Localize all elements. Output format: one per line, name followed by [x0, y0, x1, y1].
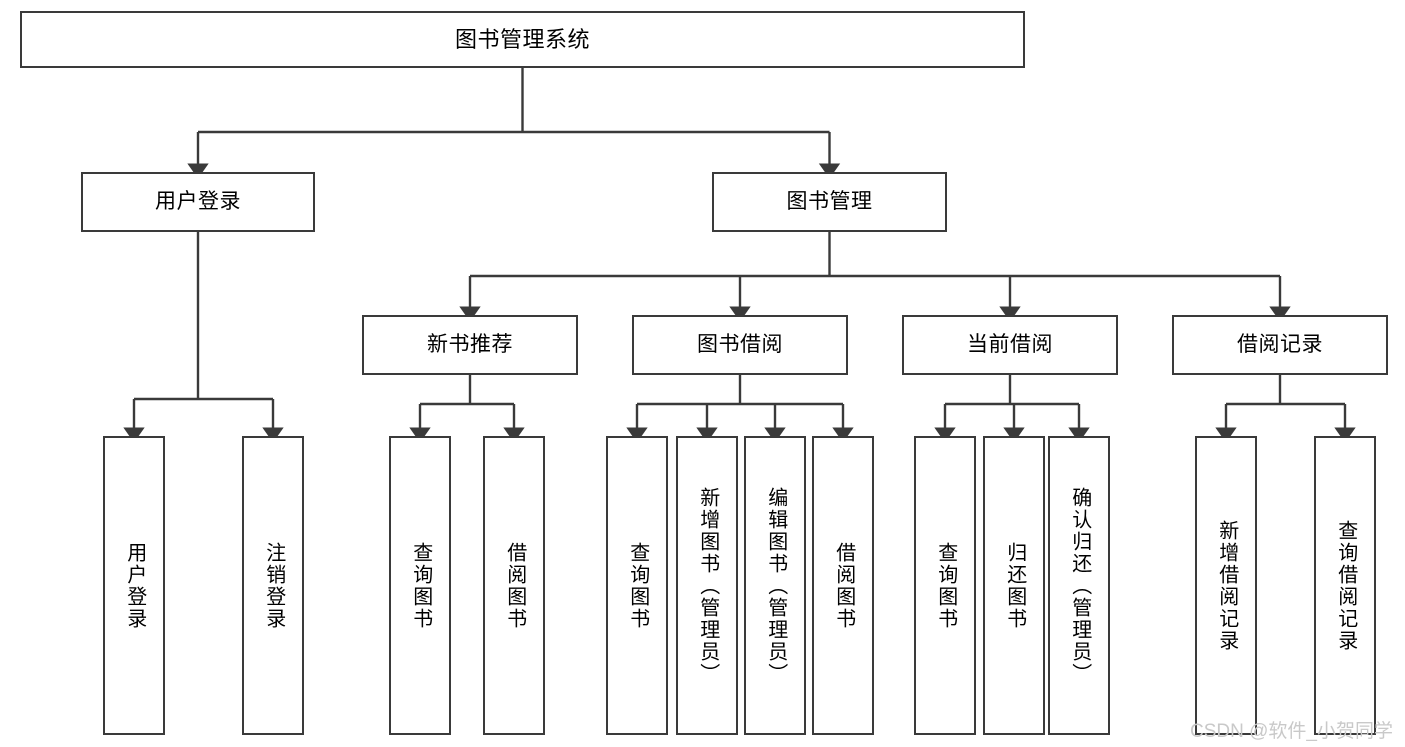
node-leaf-bb-borrow: 借阅图书	[812, 436, 874, 735]
node-label-new-book-rec: 新书推荐	[427, 332, 513, 356]
node-label-book-borrow: 图书借阅	[697, 332, 783, 356]
watermark-text: CSDN @软件_小贺同学	[1190, 721, 1393, 742]
node-leaf-rec-borrow: 借阅图书	[483, 436, 545, 735]
node-label-leaf-rec-borrow: 借阅图书	[503, 541, 526, 630]
node-label-leaf-cb-return: 归还图书	[1003, 541, 1026, 630]
node-leaf-logout: 注销登录	[242, 436, 304, 735]
node-leaf-user-login: 用户登录	[103, 436, 165, 735]
node-label-leaf-br-add: 新增借阅记录	[1215, 519, 1238, 652]
node-leaf-br-add: 新增借阅记录	[1195, 436, 1257, 735]
node-label-leaf-br-query: 查询借阅记录	[1334, 519, 1357, 652]
node-label-book-manage: 图书管理	[786, 189, 873, 213]
node-label-borrow-record: 借阅记录	[1237, 332, 1323, 356]
node-leaf-cb-confirm: 确认归还（管理员）	[1048, 436, 1110, 735]
node-leaf-br-query: 查询借阅记录	[1314, 436, 1376, 735]
node-label-leaf-user-login: 用户登录	[123, 541, 146, 630]
node-label-user-login: 用户登录	[155, 189, 241, 213]
node-leaf-cb-return: 归还图书	[983, 436, 1045, 735]
connector-lines	[123, 68, 1356, 443]
node-book-manage: 图书管理	[712, 172, 947, 232]
node-label-leaf-bb-borrow: 借阅图书	[832, 541, 855, 630]
node-leaf-bb-edit: 编辑图书（管理员）	[744, 436, 806, 735]
node-label-leaf-cb-query: 查询图书	[934, 541, 957, 630]
node-label-leaf-rec-query: 查询图书	[409, 541, 432, 630]
node-label-leaf-logout: 注销登录	[262, 541, 285, 630]
node-user-login: 用户登录	[81, 172, 315, 232]
node-label-root: 图书管理系统	[454, 26, 590, 52]
node-label-current-borrow: 当前借阅	[967, 332, 1053, 356]
node-leaf-bb-add: 新增图书（管理员）	[676, 436, 738, 735]
node-new-book-rec: 新书推荐	[362, 315, 578, 375]
node-borrow-record: 借阅记录	[1172, 315, 1388, 375]
node-book-borrow: 图书借阅	[632, 315, 848, 375]
node-current-borrow: 当前借阅	[902, 315, 1118, 375]
node-label-leaf-bb-query: 查询图书	[626, 541, 649, 630]
node-root: 图书管理系统	[20, 11, 1025, 68]
node-label-leaf-bb-edit: 编辑图书（管理员）	[764, 486, 787, 685]
node-label-leaf-cb-confirm: 确认归还（管理员）	[1068, 486, 1091, 685]
node-leaf-cb-query: 查询图书	[914, 436, 976, 735]
node-leaf-rec-query: 查询图书	[389, 436, 451, 735]
node-label-leaf-bb-add: 新增图书（管理员）	[696, 486, 719, 685]
node-leaf-bb-query: 查询图书	[606, 436, 668, 735]
